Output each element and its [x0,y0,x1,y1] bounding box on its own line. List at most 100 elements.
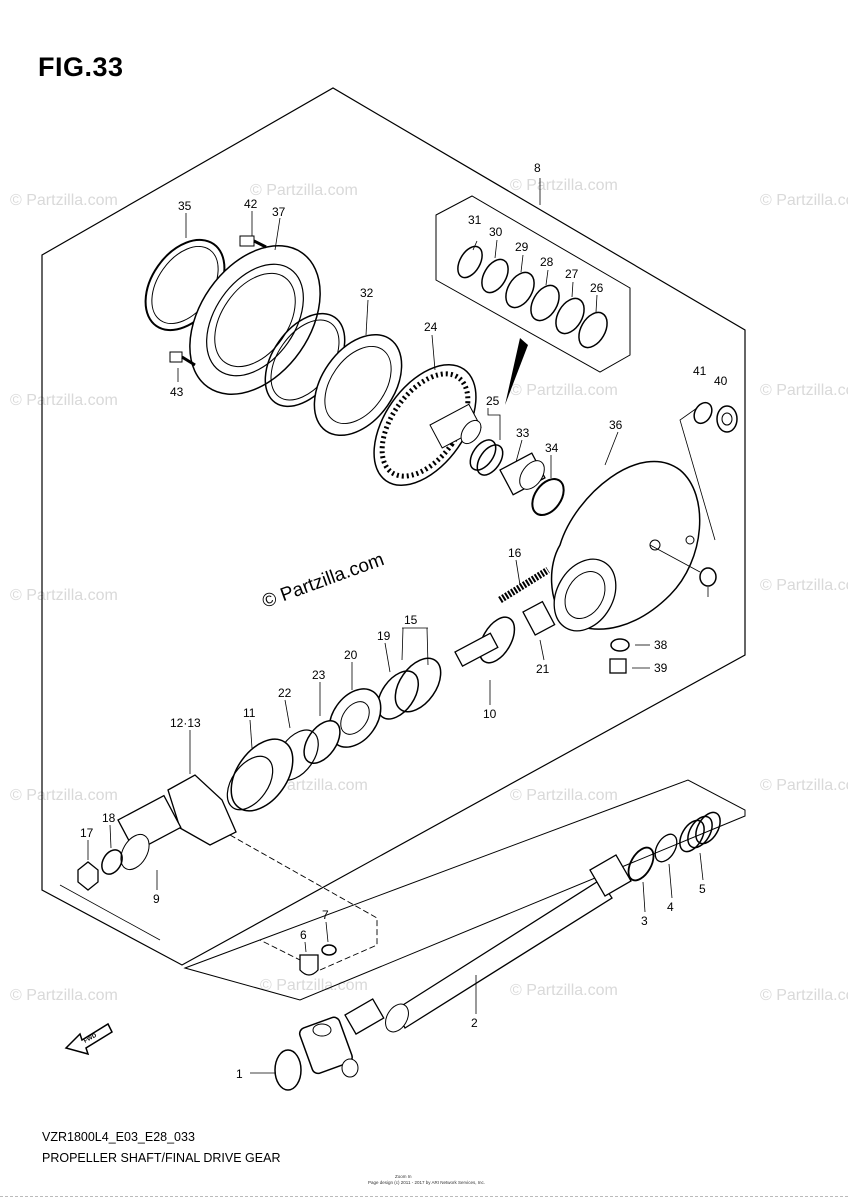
callout-22: 23 [312,668,326,682]
callout-42: 43 [170,385,184,399]
part-15-stud [498,567,550,603]
assembly-frame [41,87,746,966]
callout-4: 4 [667,900,674,914]
callout-26: 27 [565,267,579,281]
svg-text:© Partzilla.com: © Partzilla.com [10,192,118,209]
callout-17: 18 [102,811,116,825]
leader-lines [87,178,709,1074]
part-6-nut [299,954,319,976]
svg-text:© Partzilla.com: © Partzilla.com [10,392,118,409]
part-41-bolt [239,235,267,249]
callout-14: 15 [404,613,418,627]
zoom-link[interactable]: Zoom In [395,1174,412,1179]
part-11-housing [226,738,294,812]
svg-text:© Partzilla.com: © Partzilla.com [760,382,848,399]
callout-31: 32 [360,286,374,300]
part-42-bolt [169,351,196,367]
svg-text:© Partzilla.com: © Partzilla.com [10,587,118,604]
shim-bracket [435,195,631,373]
sub-frame-dashed [229,834,378,971]
callout-24: 25 [486,394,500,408]
svg-text:© Partzilla.com: © Partzilla.com [760,577,848,594]
model-code: VZR1800L4_E03_E28_033 [42,1130,195,1144]
callout-32: 33 [516,426,530,440]
callout-27: 28 [540,255,554,269]
callout-25: 26 [590,281,604,295]
part-37-washer [610,638,630,652]
svg-text:© Partzilla.com: © Partzilla.com [10,987,118,1004]
part-20-bearing [522,600,556,636]
callout-34: 35 [178,199,192,213]
callout-10: 10 [483,707,497,721]
part-40-oring [693,401,713,425]
watermark-layer: © Partzilla.com © Partzilla.com © Partzi… [10,177,848,1004]
callout-labels: 8 35 42 37 32 24 25 33 34 36 43 31 30 29… [80,161,728,1081]
callout-9: 9 [153,892,160,906]
callout-41: 42 [244,197,258,211]
callout-6: 6 [300,928,307,942]
callout-37: 38 [654,638,668,652]
svg-text:© Partzilla.com: © Partzilla.com [760,192,848,209]
svg-text:© Partzilla.com: © Partzilla.com [510,787,618,804]
part-31-bearing [313,333,403,437]
callout-35: 36 [609,418,623,432]
part-3-ring [627,846,655,882]
callout-21: 22 [278,686,292,700]
watermark-main: © Partzilla.com [260,549,387,613]
fwd-arrow-icon: FWD [64,1022,113,1056]
part-2-propeller-shaft [385,854,632,1033]
callout-28: 29 [515,240,529,254]
part-5-spring [679,811,721,853]
figure-caption: PROPELLER SHAFT/FINAL DRIVE GEAR [42,1151,281,1165]
callout-20: 21 [536,662,550,676]
svg-text:© Partzilla.com: © Partzilla.com [760,987,848,1004]
part-36-plate [189,245,321,395]
callout-1: 1 [236,1067,243,1081]
callout-5: 5 [699,882,706,896]
callout-19: 20 [344,648,358,662]
part-16-nut [77,861,99,891]
part-33-ring [531,477,565,517]
part-1-universal-joint [274,998,385,1091]
shims-25-30 [457,245,608,349]
callout-38: 39 [654,661,668,675]
callout-40: 41 [693,364,707,378]
callout-8: 8 [534,161,541,175]
callout-2: 2 [471,1016,478,1030]
svg-text:© Partzilla.com: © Partzilla.com [510,177,618,194]
figure-title: FIG.33 [38,52,124,82]
svg-text:© Partzilla.com: © Partzilla.com [260,977,368,994]
part-23-ring-gear [373,364,482,486]
svg-text:© Partzilla.com: © Partzilla.com [760,777,848,794]
callout-30: 31 [468,213,482,227]
callout-36: 37 [272,205,286,219]
callout-39: 40 [714,374,728,388]
part-35-housing [550,460,701,632]
part-10-pinion [454,616,516,668]
part-4-circlip [654,833,678,863]
part-9-sleeve [117,794,182,871]
part-38-plug [609,658,627,674]
shaft-frame [183,779,746,1001]
callout-15: 16 [508,546,522,560]
callout-23: 24 [424,320,438,334]
part-14-18-shims [376,657,442,720]
callout-18: 19 [377,629,391,643]
part-12-13-gasket [167,774,237,846]
part-32-bearing [499,452,546,496]
part-43-plug [649,544,717,587]
callout-3: 3 [641,914,648,928]
callout-33: 34 [545,441,559,455]
part-24-shims [469,439,504,476]
bottom-divider [0,1196,848,1199]
callout-29: 30 [489,225,503,239]
svg-text:© Partzilla.com: © Partzilla.com [510,382,618,399]
callout-16: 17 [80,826,94,840]
part-17-washer [101,849,123,875]
callout-11: 11 [243,706,256,720]
callout-7: 7 [322,908,329,922]
part-39-plug [716,405,738,433]
callout-12-13: 12·13 [170,716,201,730]
svg-text:© Partzilla.com: © Partzilla.com [250,182,358,199]
